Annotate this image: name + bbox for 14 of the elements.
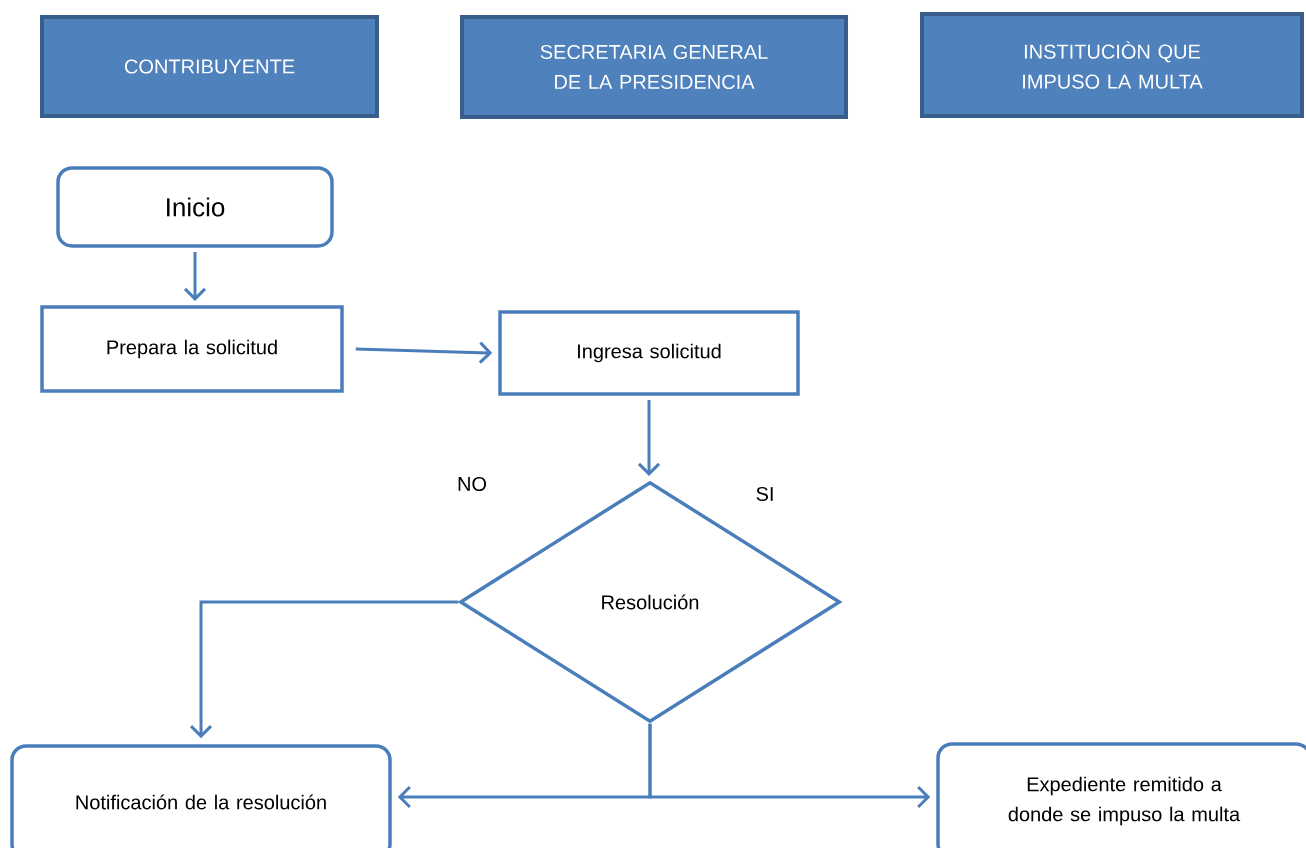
terminal-box: Notificación de la resolución (10, 744, 392, 848)
arrow (648, 723, 931, 809)
arrow (183, 252, 207, 301)
terminal-box: Expediente remitido a donde se impuso la multa (936, 742, 1306, 848)
process-box: Ingresa solicitud (498, 310, 800, 396)
terminal-box: Inicio (56, 166, 334, 248)
lane-header: CONTRIBUYENTE (40, 15, 379, 118)
arrow (189, 600, 459, 739)
arrow (637, 400, 661, 476)
process-box: Prepara la solicitud (40, 305, 344, 393)
lane-header: INSTITUCIÒN QUE IMPUSO LA MULTA (920, 12, 1304, 118)
arrow (355, 341, 493, 364)
branch-label: SI (756, 486, 773, 502)
lane-header: SECRETARIA GENERAL DE LA PRESIDENCIA (460, 15, 848, 119)
